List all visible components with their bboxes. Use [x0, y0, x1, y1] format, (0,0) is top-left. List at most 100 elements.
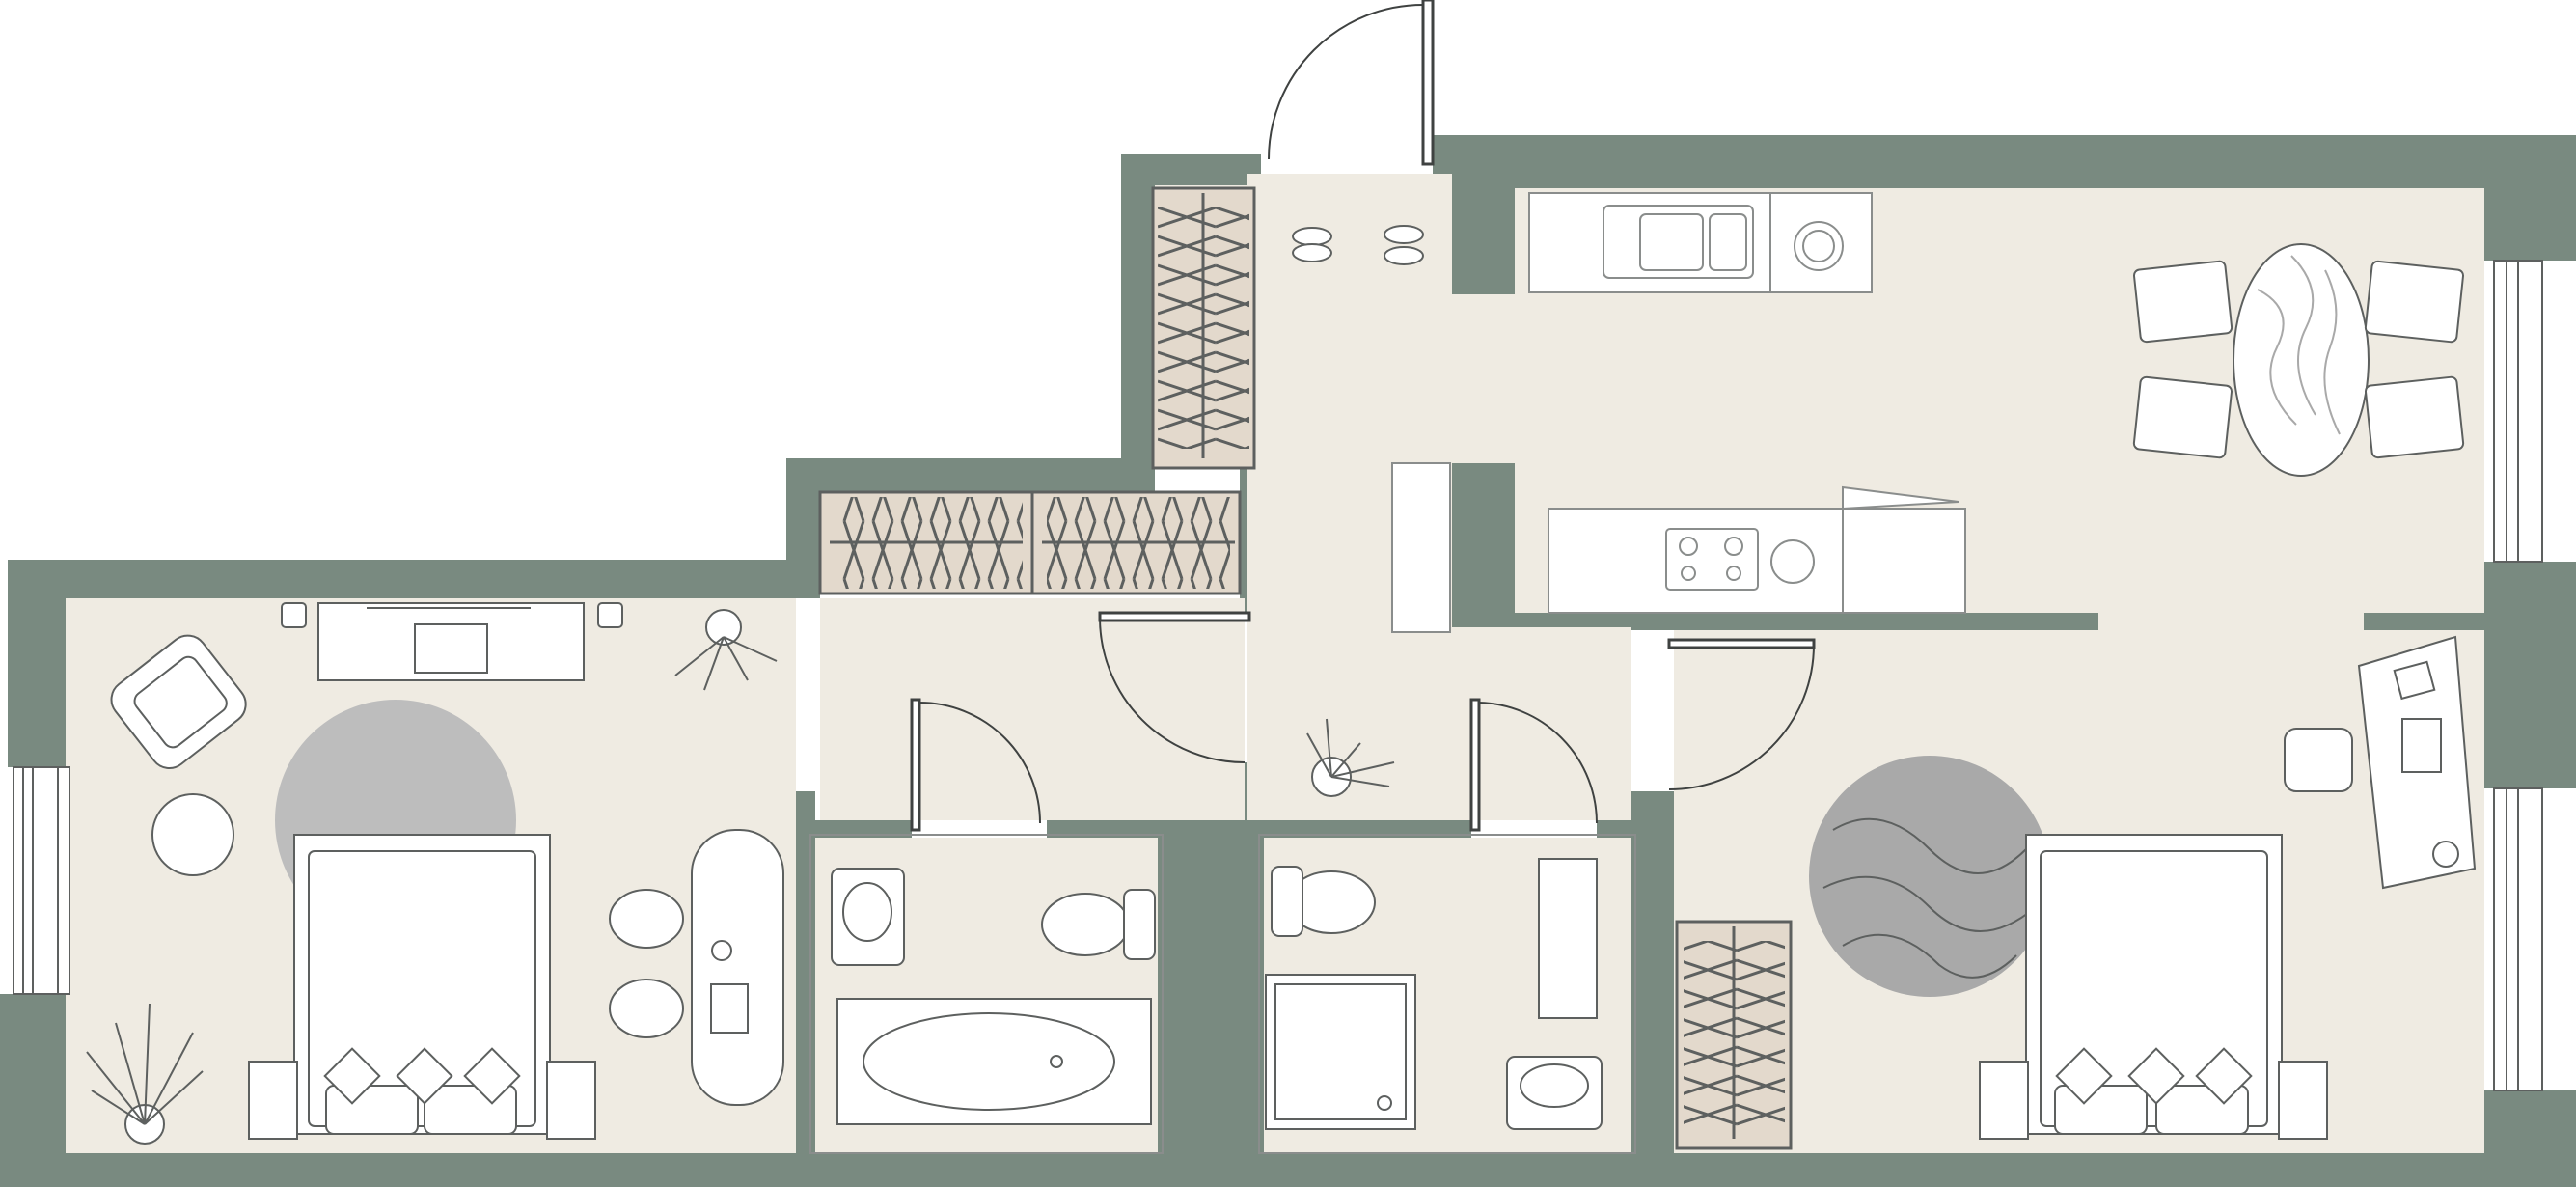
- wardrobe-hall: [1151, 186, 1256, 470]
- dining-chair-1: [2132, 260, 2233, 344]
- wall-top-left: [8, 560, 818, 598]
- power-outlet-1: [281, 602, 307, 628]
- nightstand-left-2: [546, 1061, 596, 1140]
- dining-chair-2: [2132, 375, 2233, 459]
- kitchen-sink-basin-1: [1639, 213, 1704, 271]
- slipper-2: [1292, 243, 1332, 262]
- bedroom-right-door-leaf[interactable]: [1667, 638, 1816, 649]
- toilet-left-tank: [1123, 889, 1156, 960]
- wall-bath-top-1: [815, 820, 912, 838]
- chair-left-1: [609, 889, 684, 949]
- pillow-right-1: [2054, 1085, 2148, 1135]
- hall-plant-leaves: [1306, 718, 1395, 787]
- hall-plant: [1306, 718, 1395, 797]
- plant-left-leaves: [86, 1003, 204, 1125]
- plant-top-leaves: [674, 636, 778, 691]
- window-left: [13, 766, 70, 995]
- nightstand-left-1: [248, 1061, 298, 1140]
- kitchen-island-extension: [1842, 508, 1966, 614]
- toilet-right-tank: [1271, 866, 1303, 937]
- bathroom-right: [1265, 858, 1603, 1130]
- desk-right-paper: [2393, 660, 2436, 701]
- cooktop-burner-3: [1681, 566, 1696, 581]
- windows: [13, 260, 2543, 1091]
- plant-pot-top: [705, 609, 742, 646]
- bath-right-door-leaf[interactable]: [1469, 698, 1481, 832]
- slipper-4: [1384, 246, 1424, 265]
- wall-step-horizontal: [786, 458, 1143, 492]
- desk-left-lamp: [711, 940, 732, 961]
- cooktop[interactable]: [1665, 528, 1759, 591]
- tv-screen: [414, 623, 488, 674]
- wall-hall-top: [1121, 154, 1261, 185]
- dining-chair-4: [2364, 375, 2465, 459]
- rug-right-pattern-3: [1842, 933, 2017, 979]
- bathtub-basin: [863, 1012, 1115, 1111]
- bath-wall-lines: [809, 834, 1636, 1154]
- desk-right-lamp: [2432, 841, 2459, 868]
- floor-living-right-strip: [2098, 613, 2364, 630]
- cooktop-burner-1: [1679, 537, 1698, 556]
- bath-towel: [1538, 858, 1598, 1019]
- bedroom-right-door-swing: [1668, 644, 1815, 790]
- chair-left-2: [609, 979, 684, 1038]
- slipper-3: [1384, 225, 1424, 244]
- wall-hall-left: [1121, 154, 1155, 492]
- wall-bath-top-4: [1597, 820, 1640, 838]
- island-stool-outline: [1842, 485, 1959, 511]
- washbasin-right-bowl: [1520, 1063, 1589, 1108]
- bath-left-door-swing: [918, 702, 1041, 824]
- island-bowl: [1770, 539, 1815, 584]
- kitchen-plant-pot-inner: [1802, 230, 1835, 262]
- toilet-left: [1041, 889, 1156, 960]
- rug-right-pattern-2: [1822, 875, 2037, 932]
- wall-bath-top-2: [1047, 820, 1254, 838]
- entrance-door-leaf[interactable]: [1421, 0, 1435, 166]
- wardrobes: [818, 186, 1793, 1150]
- bedroom-right: [1809, 635, 2477, 1140]
- bath-right-outline: [1258, 834, 1636, 1154]
- rug-right: [1809, 756, 2050, 997]
- wall-top-right: [1433, 135, 2576, 188]
- kitchen: [1391, 192, 1966, 633]
- dining-chair-3: [2364, 260, 2465, 344]
- wardrobe-bedroom-right: [1675, 920, 1793, 1150]
- wall-right-mid: [2484, 562, 2576, 788]
- wall-right-room-divider: [2364, 613, 2484, 630]
- pillow-left-deco-1: [323, 1047, 381, 1105]
- shower-drain: [1377, 1095, 1392, 1111]
- floor-kitchen-top: [1452, 294, 1515, 463]
- wardrobe-corridor-1: [818, 490, 1034, 595]
- corridor-door-leaf[interactable]: [1098, 611, 1251, 622]
- pillow-left-1: [325, 1085, 419, 1135]
- pillow-right-deco-1: [2055, 1047, 2113, 1105]
- bath-left-door-leaf[interactable]: [910, 698, 921, 832]
- bedroom-left: [86, 602, 784, 1145]
- dining: [2132, 243, 2465, 477]
- wall-right-bottom: [2484, 1090, 2576, 1187]
- bathroom-left: [831, 868, 1156, 1125]
- armchair: [110, 634, 247, 769]
- nightstand-right-1: [1979, 1061, 2029, 1140]
- bathtub-drain: [1050, 1055, 1063, 1068]
- wall-partition-left-bath: [796, 791, 815, 1153]
- dining-table-grain-1: [2257, 289, 2297, 426]
- toilet-right: [1271, 866, 1376, 937]
- floor-corridor: [820, 598, 1245, 820]
- pillow-right-deco-2: [2127, 1047, 2185, 1105]
- entrance-door-swing: [1268, 4, 1424, 160]
- slipper-1: [1292, 227, 1332, 246]
- kitchen-sink-basin-2: [1709, 213, 1747, 271]
- wardrobe-corridor-2: [1030, 490, 1242, 595]
- toilet-left-bowl: [1041, 893, 1130, 956]
- wall-bottom: [0, 1153, 2576, 1187]
- walls: [0, 135, 2576, 1187]
- cooktop-burner-4: [1726, 566, 1741, 581]
- wall-partition-right-bath: [1631, 791, 1674, 1153]
- wall-partition-center: [1158, 820, 1264, 1153]
- wall-right-top: [2484, 135, 2576, 261]
- armchair-seat: [133, 655, 228, 749]
- bath-right-door-swing: [1478, 702, 1598, 824]
- corridor-door-swing: [1099, 617, 1246, 763]
